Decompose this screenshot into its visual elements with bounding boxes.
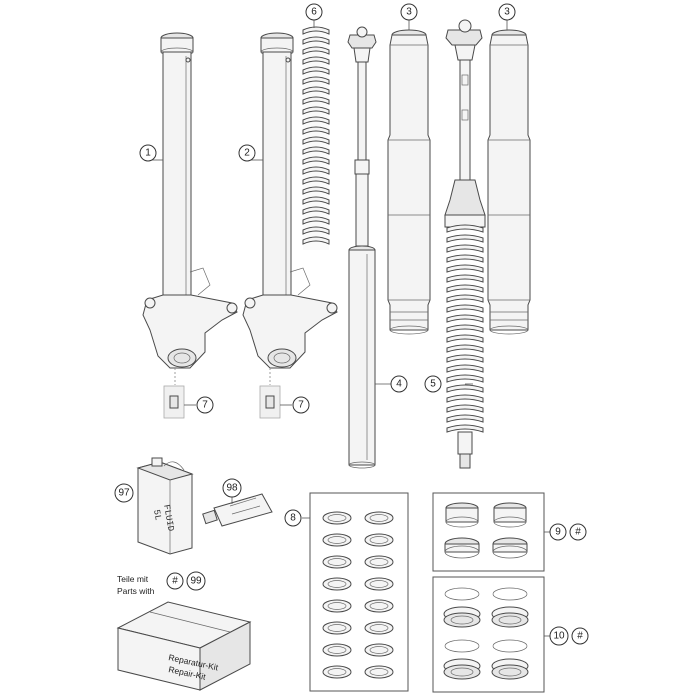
callout-9-hash: # — [569, 523, 587, 541]
svg-text:98: 98 — [226, 483, 238, 494]
callout-6: 6 — [305, 3, 323, 21]
bleed-screw-right — [259, 385, 281, 419]
outer-tube-1 — [142, 32, 238, 369]
callout-9: 9 — [549, 523, 567, 541]
grease-tube-98 — [202, 493, 273, 527]
fluid-label-line2: 5L — [151, 509, 163, 521]
bleed-screw-left — [163, 385, 185, 419]
seal-kit-rings — [322, 511, 394, 679]
parts-with-label-line2: Parts with — [117, 586, 155, 596]
callout-99: 99 — [186, 571, 206, 591]
callout-10-hash: # — [571, 627, 589, 645]
callout-99-hash: # — [166, 572, 184, 590]
callout-1: 1 — [139, 144, 157, 162]
svg-text:3: 3 — [406, 7, 412, 18]
bushing-kit-parts — [444, 502, 528, 559]
callout-3-left: 3 — [400, 3, 418, 21]
svg-text:7: 7 — [202, 400, 208, 411]
outer-tube-2 — [242, 32, 338, 369]
svg-text:3: 3 — [504, 7, 510, 18]
svg-text:1: 1 — [145, 148, 151, 159]
damper-cartridge-4 — [347, 26, 377, 469]
fluid-label-line1: FLUID — [161, 504, 176, 532]
seal-ring-kit-parts — [443, 587, 529, 680]
callout-2: 2 — [238, 144, 256, 162]
fork-protector-left — [387, 29, 431, 335]
callout-3-right: 3 — [498, 3, 516, 21]
svg-text:10: 10 — [553, 631, 565, 642]
callout-8: 8 — [284, 509, 302, 527]
svg-text:#: # — [575, 527, 581, 538]
svg-text:6: 6 — [311, 7, 317, 18]
svg-text:5: 5 — [430, 379, 436, 390]
svg-text:8: 8 — [290, 513, 296, 524]
svg-text:99: 99 — [190, 576, 202, 587]
callout-5: 5 — [424, 375, 442, 393]
seal-kit-box-8 — [309, 492, 409, 692]
seal-ring-kit-box-10 — [432, 576, 545, 693]
callout-10: 10 — [549, 626, 569, 646]
fork-oil-can-97: FLUID 5L — [136, 457, 194, 555]
callout-4: 4 — [390, 375, 408, 393]
svg-text:9: 9 — [555, 527, 561, 538]
svg-text:7: 7 — [298, 400, 304, 411]
svg-text:2: 2 — [244, 148, 250, 159]
callout-7-right: 7 — [292, 396, 310, 414]
svg-text:#: # — [172, 576, 178, 587]
callout-7-left: 7 — [196, 396, 214, 414]
parts-with-label-line1: Teile mit — [117, 574, 149, 584]
svg-text:4: 4 — [396, 379, 402, 390]
callout-98: 98 — [222, 478, 242, 498]
repair-kit-box-99: Reparatur-Kit Repair-Kit — [116, 601, 252, 691]
spring-cartridge-5 — [444, 19, 486, 469]
spring-6 — [302, 26, 330, 250]
callout-97: 97 — [114, 483, 134, 503]
fork-protector-right — [487, 29, 531, 335]
svg-text:97: 97 — [118, 488, 130, 499]
svg-text:#: # — [577, 631, 583, 642]
